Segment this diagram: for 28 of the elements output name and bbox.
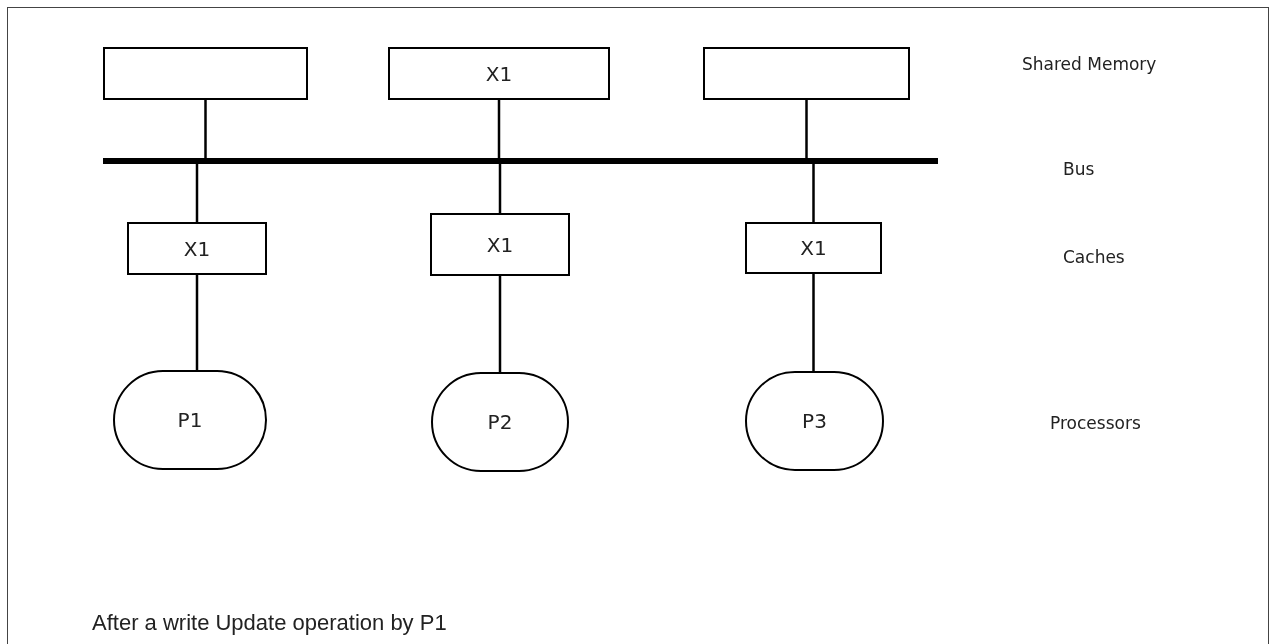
row-label: Shared Memory	[1022, 53, 1157, 76]
connector-line	[812, 274, 815, 371]
row-label: Bus	[1063, 158, 1095, 181]
connector-line	[498, 164, 502, 213]
connector-line	[498, 276, 502, 372]
cache-box	[430, 213, 570, 276]
caption: After a write Update operation by P1	[92, 609, 447, 637]
connector-line	[805, 100, 808, 158]
node-label: X1	[800, 235, 827, 262]
connector-line	[195, 164, 199, 222]
memory-box	[703, 47, 910, 100]
node-label: P3	[802, 408, 827, 435]
row-label: Processors	[1050, 412, 1141, 435]
connector-line	[497, 100, 501, 158]
cache-box	[127, 222, 267, 275]
connector-line	[204, 100, 207, 158]
bus-bar	[103, 158, 938, 164]
node-label: X1	[485, 60, 513, 88]
memory-box	[103, 47, 308, 100]
node-label: P2	[487, 409, 513, 436]
memory-box	[388, 47, 610, 100]
connector-line	[195, 275, 199, 370]
connector-line	[812, 164, 815, 222]
node-label: X1	[183, 235, 211, 263]
node-label: X1	[486, 231, 514, 259]
node-label: P1	[177, 407, 203, 434]
cache-box	[745, 222, 882, 274]
row-label: Caches	[1063, 246, 1125, 269]
